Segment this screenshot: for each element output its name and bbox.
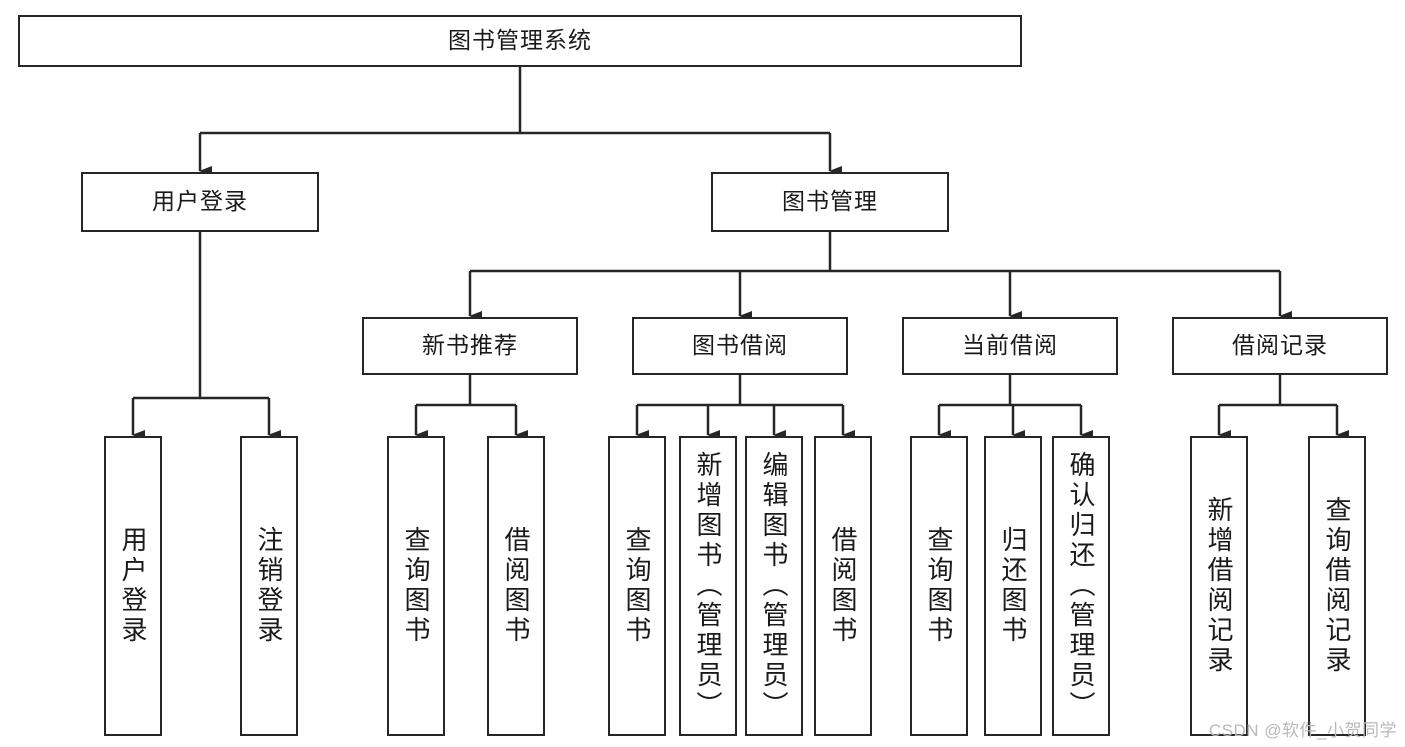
node-new-book-rec[interactable]: 新书推荐 <box>362 317 578 375</box>
node-label: 当前借阅 <box>962 332 1058 359</box>
node-user-login[interactable]: 用户登录 <box>81 172 319 232</box>
node-label: 查询图书 <box>924 526 954 646</box>
node-label: 查询图书 <box>622 526 652 646</box>
node-leaf-query-record[interactable]: 查询借阅记录 <box>1308 436 1366 736</box>
node-label: 新增图书（管理员） <box>693 451 723 721</box>
node-label: 借阅记录 <box>1232 332 1328 359</box>
node-label: 查询图书 <box>401 526 431 646</box>
node-leaf-confirm-return[interactable]: 确认归还（管理员） <box>1052 436 1110 736</box>
node-label: 用户登录 <box>118 526 148 646</box>
node-label: 编辑图书（管理员） <box>759 451 789 721</box>
node-label: 注销登录 <box>254 526 284 646</box>
node-borrow-record[interactable]: 借阅记录 <box>1172 317 1388 375</box>
node-leaf-borrow-book-1[interactable]: 借阅图书 <box>487 436 545 736</box>
node-current-borrow[interactable]: 当前借阅 <box>902 317 1118 375</box>
node-label: 查询借阅记录 <box>1322 496 1352 676</box>
node-leaf-query-book-1[interactable]: 查询图书 <box>387 436 445 736</box>
watermark-label: CSDN @软件_小贺同学 <box>1208 721 1397 740</box>
connector-lines <box>131 67 1349 440</box>
node-label: 归还图书 <box>998 526 1028 646</box>
node-label: 借阅图书 <box>501 526 531 646</box>
node-leaf-return-book[interactable]: 归还图书 <box>984 436 1042 736</box>
node-leaf-borrow-book-2[interactable]: 借阅图书 <box>814 436 872 736</box>
node-label: 图书管理 <box>782 188 878 215</box>
node-leaf-edit-book[interactable]: 编辑图书（管理员） <box>745 436 803 736</box>
node-book-borrow[interactable]: 图书借阅 <box>632 317 848 375</box>
node-leaf-add-book[interactable]: 新增图书（管理员） <box>679 436 737 736</box>
node-leaf-user-logout[interactable]: 注销登录 <box>240 436 298 736</box>
node-leaf-user-login[interactable]: 用户登录 <box>104 436 162 736</box>
node-book-manage[interactable]: 图书管理 <box>711 172 949 232</box>
node-label: 图书管理系统 <box>448 27 592 54</box>
node-label: 新书推荐 <box>422 332 518 359</box>
node-leaf-add-record[interactable]: 新增借阅记录 <box>1190 436 1248 736</box>
node-leaf-query-book-2[interactable]: 查询图书 <box>608 436 666 736</box>
node-label: 用户登录 <box>152 188 248 215</box>
node-label: 借阅图书 <box>828 526 858 646</box>
node-label: 新增借阅记录 <box>1204 496 1234 676</box>
node-root[interactable]: 图书管理系统 <box>18 15 1022 67</box>
node-label: 确认归还（管理员） <box>1066 451 1096 721</box>
node-label: 图书借阅 <box>692 332 788 359</box>
node-leaf-query-book-3[interactable]: 查询图书 <box>910 436 968 736</box>
